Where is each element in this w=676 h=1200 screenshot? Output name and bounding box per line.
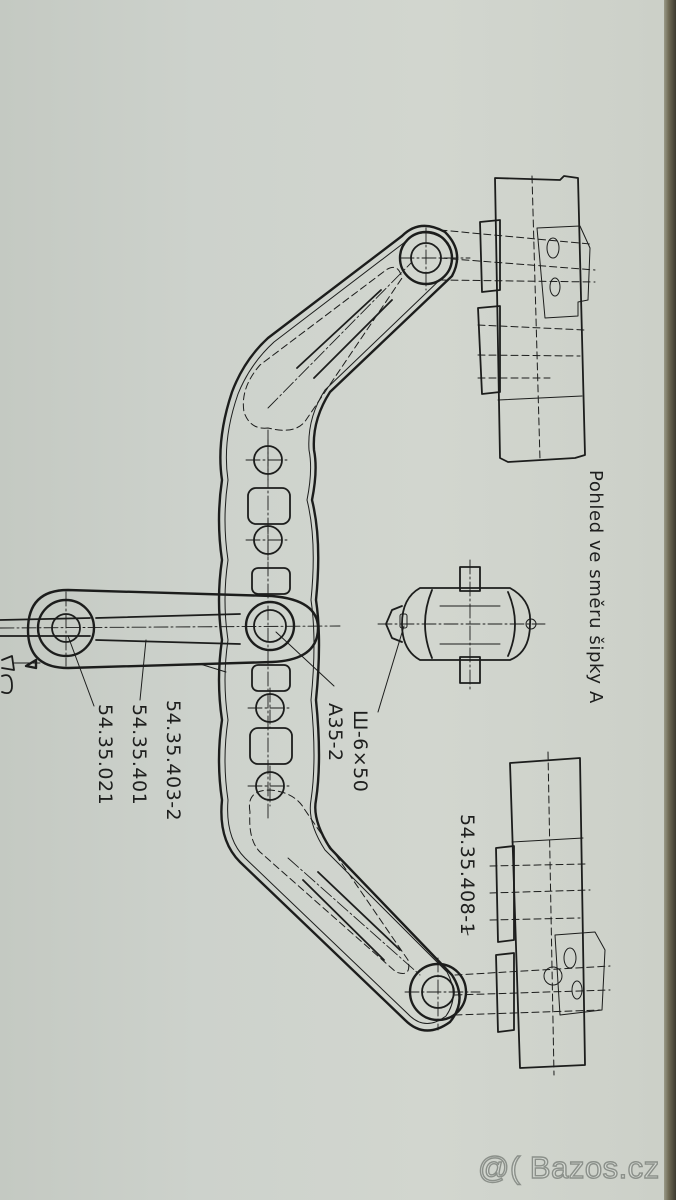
label-link: 54.35.401: [128, 704, 150, 806]
view-caption: Pohled ve směru šipky A: [585, 470, 606, 704]
link-arm: [0, 588, 341, 671]
lower-frame-assembly: [454, 751, 611, 1076]
label-center-pin: A35-2: [324, 703, 346, 762]
upper-frame-assembly: [439, 175, 596, 463]
label-pin: 54.35.021: [94, 704, 116, 806]
label-crossbeam: 54.35.403-2: [162, 700, 184, 822]
label-cylinder-pin: Ш-6×50: [349, 710, 371, 793]
bazos-watermark: @( Bazos.cz: [477, 1149, 660, 1185]
page-edge-shadow: [664, 0, 676, 1200]
crossbeam: [217, 224, 481, 1032]
cylinder-detail: [377, 559, 546, 691]
label-bracket: 54.35.408-1: [456, 814, 478, 936]
partial-letter: [1, 674, 13, 695]
leader-lines: [67, 625, 469, 936]
